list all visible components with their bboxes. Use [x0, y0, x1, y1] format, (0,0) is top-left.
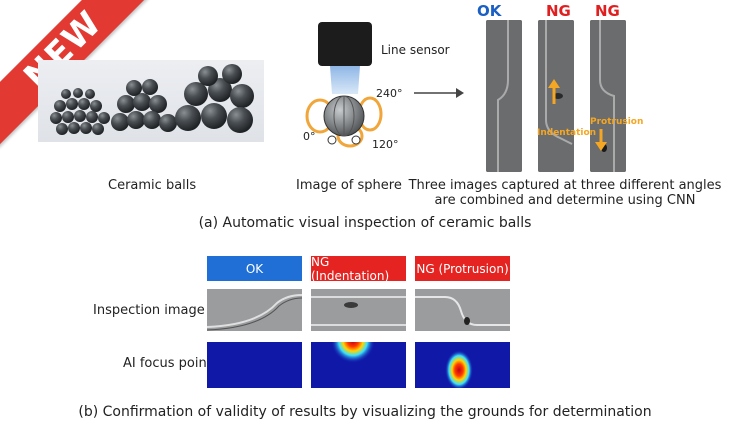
section-a-title: (a) Automatic visual inspection of ceram… [198, 215, 532, 231]
line-sensor-label: Line sensor [381, 43, 450, 57]
row-label-inspection: Inspection image [93, 303, 205, 318]
strip-ng2-texture [590, 20, 626, 172]
ceramic-balls-caption: Ceramic balls [108, 178, 197, 193]
heatmap-ng-indentation [311, 342, 406, 388]
indentation-label: Indentation [537, 128, 597, 138]
line-sensor-diagram [305, 22, 383, 148]
header-ok: OK [207, 256, 302, 281]
protrusion-arrow [594, 128, 608, 152]
protrusion-label: Protrusion [590, 117, 644, 127]
result-caption: Three images captured at three different… [405, 178, 725, 208]
result-caption-line-2: are combined and determine using CNN [434, 193, 696, 208]
angle-240-label: 240° [376, 87, 403, 100]
process-arrow [414, 84, 464, 98]
strip-ok-texture [486, 20, 522, 172]
result-label-ok: OK [477, 2, 502, 20]
ceramic-balls-photo [38, 60, 264, 142]
sensor-beam [330, 66, 360, 94]
strip-ng1-texture [538, 20, 574, 172]
result-label-ng-1: NG [546, 2, 571, 20]
angle-0-label: 0° [303, 130, 316, 143]
inspection-image-ok [207, 289, 302, 331]
heatmap-ok [207, 342, 302, 388]
indentation-arrow [546, 78, 562, 106]
right-arrow-icon [414, 88, 464, 98]
down-arrow-icon [595, 129, 607, 151]
result-label-ng-2: NG [595, 2, 620, 20]
result-image-ng-indentation [538, 20, 574, 172]
sphere-caption: Image of sphere [296, 178, 402, 193]
inspection-image-ng-indentation [311, 289, 406, 331]
result-image-ok [486, 20, 522, 172]
line-sensor-body [318, 22, 372, 66]
ceramic-balls-illustration [50, 64, 254, 135]
header-ng-indentation: NG (Indentation) [311, 255, 406, 283]
row-label-ai-focus: AI focus point [123, 356, 212, 371]
up-arrow-icon [548, 79, 560, 104]
inspection-image-ng-protrusion [415, 289, 510, 331]
sphere-diagram [296, 18, 416, 158]
result-caption-line-1: Three images captured at three different… [408, 178, 722, 193]
header-ng-protrusion: NG (Protrusion) [415, 256, 510, 281]
result-image-ng-protrusion [590, 20, 626, 172]
heatmap-ng-protrusion [415, 342, 510, 388]
angle-120-label: 120° [372, 138, 399, 151]
section-b-title: (b) Confirmation of validity of results … [78, 404, 652, 420]
